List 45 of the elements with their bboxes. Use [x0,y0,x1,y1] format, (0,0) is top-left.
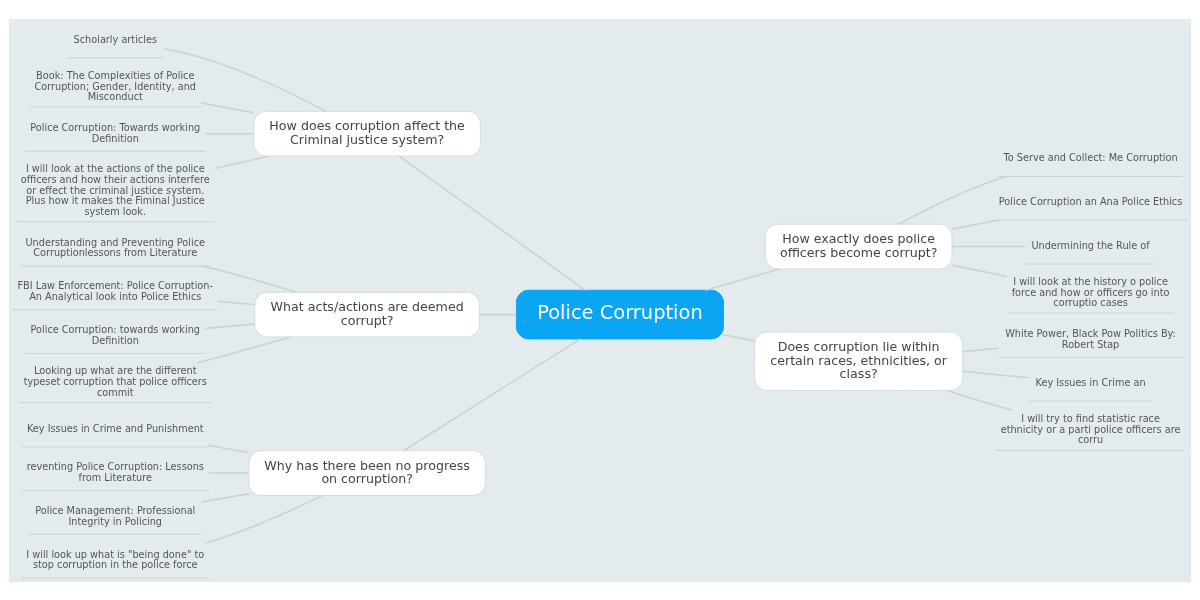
connector [945,389,1014,411]
node-text: Key Issues in Crime and Punishment [26,422,204,434]
node-text: I will look at the history o police force and how or officers go into corruptio cases [1011,275,1170,308]
node-text: I will try to find statistic race ethnicity or a parti police officers are corru [1000,412,1181,445]
node-text: Scholarly articles [73,33,157,45]
connector [398,155,586,291]
node-text: To Serve and Collect: Me Corruption [1003,151,1178,163]
connector [200,492,250,503]
node-box: How does corruption affect the Criminal justice system? [253,110,481,157]
node-text: Book: The Complexities of Police Corruption; Gender, Identity, and Misconduct [34,69,197,102]
node-text: I will look up what is "being done" to stop corruption in the police force [26,548,205,570]
node-text: White Power, Black Pow Politics By: Robert Stap [1005,327,1176,350]
connector [951,264,1008,277]
connector [722,333,756,342]
node-text: Looking up what are the different typeset corruption that police officers commit [23,364,207,398]
connector [208,444,250,453]
connector [201,264,298,293]
connector [402,337,582,451]
connector [204,494,324,544]
node-text: Police Corruption: Towards working Definition [30,121,201,144]
node-box: Does corruption lie within certain races, ethnicities, or class? [754,331,964,391]
connector [213,154,270,169]
connector [196,335,292,363]
node-text: FBI Law Enforcement: Police Corruption- An Analytical look into Police Ethics [17,279,213,302]
connector [204,322,256,329]
node-box: Why has there been no progress on corruption? [248,449,486,496]
node-text: I will look at the actions of the police officers and how their actions interfere or effect the criminal justice system. Plus how it makes the Fiminal Justice system look. [20,162,210,217]
node-text: reventing Police Corruption: Lessons from Literature [26,460,204,483]
node-box: What acts/actions are deemed corrupt? [254,291,480,337]
node-box: How exactly does police officers become corrupt? [764,223,953,269]
node-text: Police Corruption an Ana Police Ethics [998,195,1183,207]
connector [217,300,256,305]
connector [898,175,1007,225]
connector [704,267,781,291]
node-text: Key Issues in Crime an [1035,376,1146,388]
node-text: Police Management: Professional Integrity in Policing [35,504,196,527]
node-text: Understanding and Preventing Police Corruptionlessons from Literature [25,236,206,258]
connector [962,347,1000,352]
node-text: Police Corruption: towards working Definition [30,323,201,346]
node-box: Police Corruption [515,289,724,339]
node-text: Undermining the Rule of [1031,239,1150,251]
connector [162,47,327,112]
connector [951,219,998,230]
connector [962,370,1030,379]
connector [200,101,255,113]
